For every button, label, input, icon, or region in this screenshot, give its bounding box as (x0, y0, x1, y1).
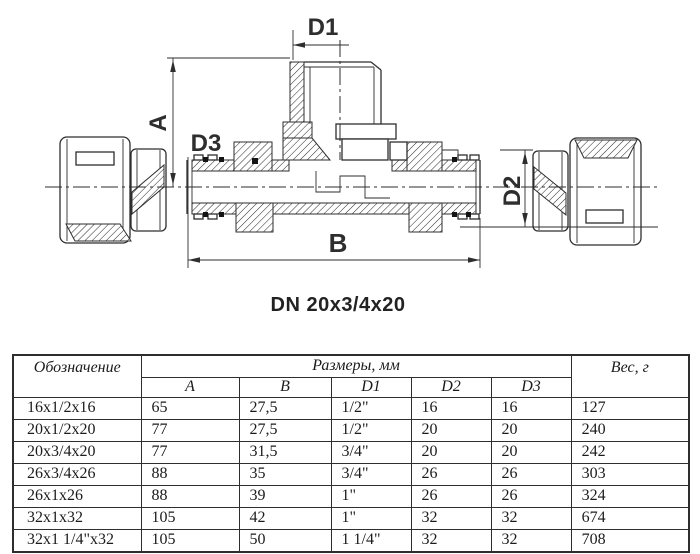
dim-d2: D2 (460, 149, 658, 228)
cell-d2: 20 (410, 441, 492, 464)
right-olive-ring (532, 150, 569, 232)
cell-d1: 1" (330, 507, 412, 530)
cell-designation: 20x1/2x20 (12, 419, 142, 442)
dim-a: A (145, 57, 290, 187)
table-row: 26x1x26 88 39 1" 26 26 324 (12, 485, 690, 508)
table-row: 26x3/4x26 88 35 3/4" 26 26 303 (12, 463, 690, 486)
cell-weight: 242 (570, 441, 690, 464)
table-row: 20x1/2x20 77 27,5 1/2" 20 20 240 (12, 419, 690, 442)
table-row: 32x1x32 105 42 1" 32 32 674 (12, 507, 690, 530)
centerlines (45, 40, 658, 188)
cell-d2: 32 (410, 507, 492, 530)
dim-label-d3: D3 (191, 130, 222, 157)
cell-a: 77 (140, 441, 240, 464)
cell-designation: 16x1/2x16 (12, 397, 142, 420)
cell-designation: 32x1x32 (12, 507, 142, 530)
dim-label-d1: D1 (308, 14, 339, 41)
col-header-sizes-group: Размеры, мм (140, 354, 572, 378)
cell-d3: 20 (490, 419, 572, 442)
cell-b: 27,5 (238, 397, 332, 420)
cell-d2: 26 (410, 463, 492, 486)
branch-outlet (282, 61, 408, 161)
col-header-d3: D3 (490, 377, 572, 398)
technical-drawing: D1 A D3 B D2 DN 20x3/4x20 (45, 14, 658, 316)
cell-a: 88 (140, 463, 240, 486)
dim-label-d2: D2 (499, 176, 526, 207)
cell-d3: 16 (490, 397, 572, 420)
cell-a: 77 (140, 419, 240, 442)
cell-weight: 674 (570, 507, 690, 530)
left-olive-ring (130, 148, 167, 232)
cell-d3: 20 (490, 441, 572, 464)
cell-b: 35 (238, 463, 332, 486)
cell-weight: 240 (570, 419, 690, 442)
cell-a: 88 (140, 485, 240, 508)
cell-weight: 127 (570, 397, 690, 420)
cell-weight: 708 (570, 529, 690, 553)
dim-d1: D1 (292, 14, 349, 60)
cell-d1: 3/4" (330, 463, 412, 486)
cell-b: 39 (238, 485, 332, 508)
o-ring-seals (203, 157, 471, 217)
cell-a: 105 (140, 529, 240, 553)
right-compression-nut (569, 137, 642, 246)
cell-d2: 20 (410, 419, 492, 442)
dim-b: B (187, 157, 481, 268)
col-header-b: B (238, 377, 332, 398)
cell-d1: 3/4" (330, 441, 412, 464)
cell-b: 31,5 (238, 441, 332, 464)
left-compression-nut (59, 136, 132, 244)
cell-d3: 26 (490, 485, 572, 508)
col-header-designation: Обозначение (12, 354, 142, 398)
cell-d3: 26 (490, 463, 572, 486)
cell-d1: 1 1/4" (330, 529, 412, 553)
dim-d3: D3 (191, 130, 222, 157)
cell-weight: 303 (570, 463, 690, 486)
cell-d2: 26 (410, 485, 492, 508)
dim-label-a: A (145, 114, 172, 131)
cell-d2: 32 (410, 529, 492, 553)
table-row: 16x1/2x16 65 27,5 1/2" 16 16 127 (12, 397, 690, 420)
cell-d3: 32 (490, 529, 572, 553)
cell-a: 105 (140, 507, 240, 530)
col-header-d2: D2 (410, 377, 492, 398)
cell-d1: 1" (330, 485, 412, 508)
cell-a: 65 (140, 397, 240, 420)
col-header-weight: Вес, г (570, 354, 690, 398)
cell-b: 27,5 (238, 419, 332, 442)
drawing-caption: DN 20x3/4x20 (271, 294, 406, 316)
table-row: 32x1 1/4"x32 105 50 1 1/4" 32 32 708 (12, 529, 690, 553)
cell-designation: 26x3/4x26 (12, 463, 142, 486)
cell-b: 50 (238, 529, 332, 553)
spec-table: Обозначение Размеры, мм Вес, г A B D1 D2… (12, 354, 691, 553)
col-header-a: A (140, 377, 240, 398)
cell-b: 42 (238, 507, 332, 530)
cell-d2: 16 (410, 397, 492, 420)
cell-d3: 32 (490, 507, 572, 530)
cell-weight: 324 (570, 485, 690, 508)
cell-d1: 1/2" (330, 419, 412, 442)
dim-label-b: B (329, 228, 348, 258)
col-header-d1: D1 (330, 377, 412, 398)
cell-d1: 1/2" (330, 397, 412, 420)
cell-designation: 20x3/4x20 (12, 441, 142, 464)
cell-designation: 26x1x26 (12, 485, 142, 508)
table-row: 20x3/4x20 77 31,5 3/4" 20 20 242 (12, 441, 690, 464)
cell-designation: 32x1 1/4"x32 (12, 529, 142, 553)
